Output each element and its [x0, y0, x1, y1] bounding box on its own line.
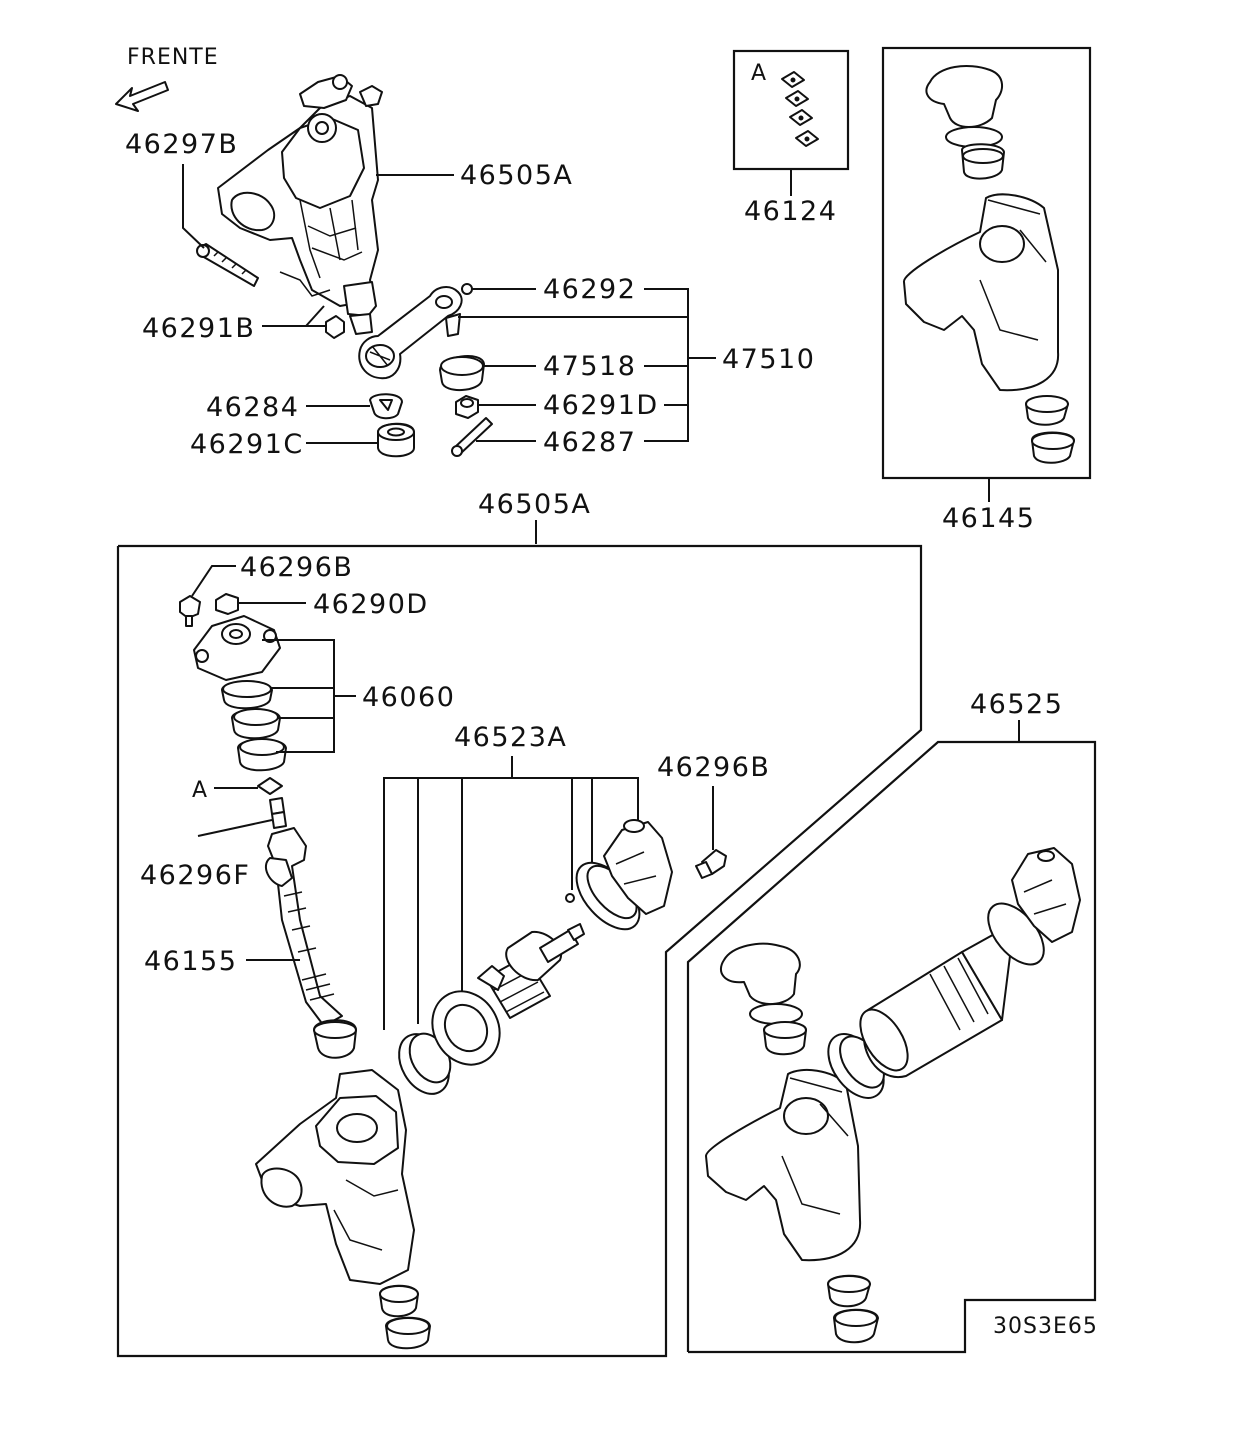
leader-46296F: [197, 819, 273, 837]
nut-46291B-drawing: [325, 315, 345, 339]
callout-46505A-top: 46505A: [460, 160, 573, 191]
callout-46523A: 46523A: [454, 722, 567, 753]
leader-46291B-b: [305, 305, 325, 327]
leader-46296B-a: [191, 565, 236, 597]
cover-46060-drawing: [193, 615, 287, 772]
worm-assembly-drawing: [398, 893, 585, 1095]
shim-kit-key: A: [751, 61, 767, 86]
callout-46292: 46292: [543, 274, 636, 305]
callout-A: A: [192, 778, 208, 803]
callout-46291D: 46291D: [543, 390, 659, 421]
callout-46296B-a: 46296B: [240, 552, 353, 583]
bolt-46296B-b-drawing: [695, 849, 727, 879]
callout-46287: 46287: [543, 427, 636, 458]
callout-46284: 46284: [206, 392, 299, 423]
box-46525: [686, 740, 1097, 1354]
bottom-housing-drawing: [255, 1069, 431, 1350]
castle-nut-46291C-drawing: [377, 422, 415, 458]
diagram-code: 30S3E65: [993, 1314, 1098, 1339]
shim-kit-46124: A 46124: [732, 49, 850, 227]
callout-46291B: 46291B: [142, 313, 255, 344]
leader-46297B: [182, 164, 205, 249]
callout-46296B-b: 46296B: [657, 752, 770, 783]
boot-47518-drawing: [439, 355, 485, 391]
steering-gear-assembly-drawing: [217, 74, 383, 335]
callout-46297B: 46297B: [125, 129, 238, 160]
callout-46505A-box: 46505A: [478, 489, 591, 520]
bolt-46296B-a-drawing: [179, 595, 201, 627]
shim-A-drawing: [257, 777, 283, 795]
washer-46284-drawing: [369, 393, 403, 420]
callout-46145: 46145: [942, 503, 1035, 534]
callout-46290D: 46290D: [313, 589, 429, 620]
front-indicator: FRENTE: [115, 45, 219, 112]
front-label: FRENTE: [127, 45, 219, 70]
callout-47518: 47518: [543, 351, 636, 382]
bolt-46297B-drawing: [196, 243, 259, 287]
callout-46296F: 46296F: [140, 860, 250, 891]
seal-kit-46525-drawing: [705, 847, 1081, 1344]
callout-47510: 47510: [722, 344, 815, 375]
cotter-pin-46287-drawing: [451, 417, 493, 457]
box-46505A: [116, 544, 923, 1358]
upper-cover-drawing: [575, 819, 673, 931]
arrow-icon: [115, 81, 169, 112]
screw-46296F-drawing: [269, 797, 287, 829]
sector-shaft-46155-drawing: [264, 827, 357, 1059]
callout-46155: 46155: [144, 946, 237, 977]
callout-46525: 46525: [970, 689, 1063, 720]
nut-46290D-drawing: [215, 593, 239, 615]
nut-46291D-drawing: [455, 395, 479, 419]
callout-46124: 46124: [744, 196, 837, 227]
shim-drawing: [781, 71, 819, 147]
callout-46291C: 46291C: [190, 429, 304, 460]
callout-46060: 46060: [362, 682, 455, 713]
housing-kit-46145: 46145: [881, 46, 1092, 534]
